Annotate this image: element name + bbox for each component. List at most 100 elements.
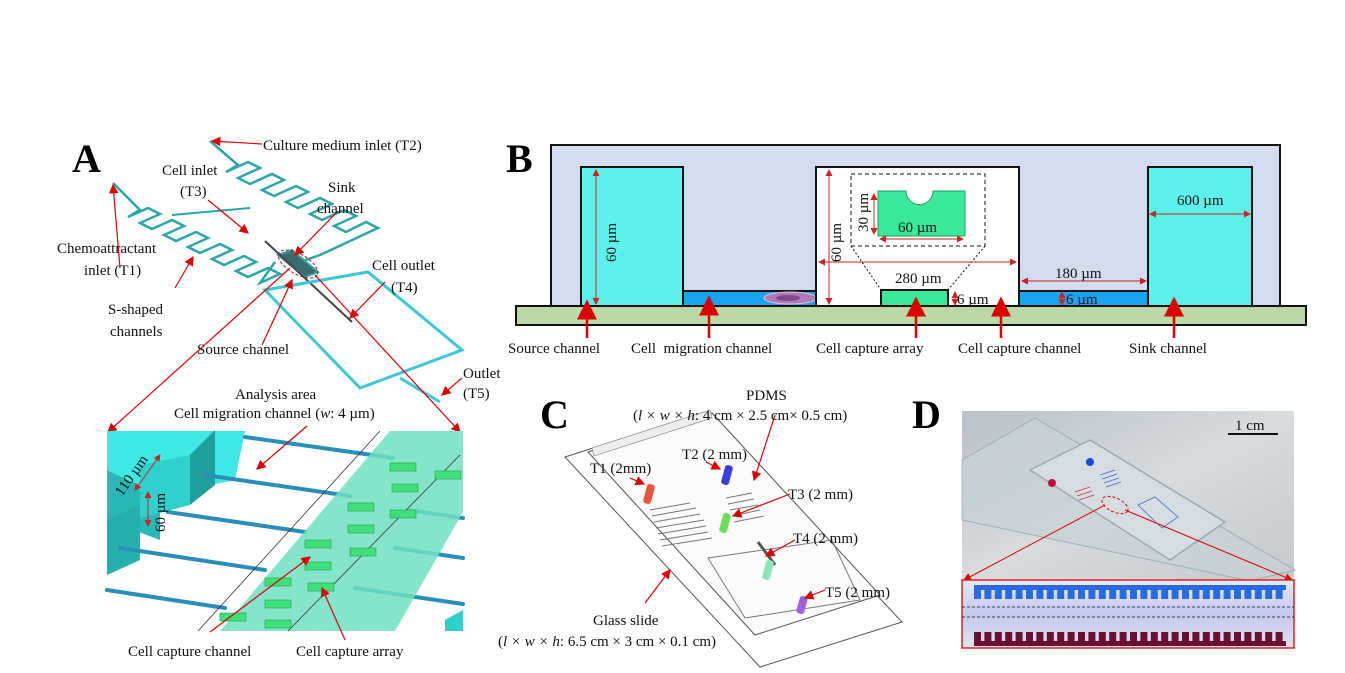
trap-tooth [1130, 632, 1137, 646]
trap-tooth [1213, 632, 1221, 646]
label-sink: Sink [328, 180, 356, 196]
trap-tooth [1098, 585, 1106, 599]
dim-capture-height: 60 µm [829, 223, 845, 262]
s-shaped-channel-t2 [209, 140, 381, 264]
trap-tooth [1005, 585, 1013, 599]
trap-tooth [1088, 632, 1096, 646]
trap-tooth [1109, 632, 1117, 646]
trap-tooth [1275, 585, 1283, 599]
trap-tooth [1234, 632, 1241, 646]
panel-b-pointers [577, 295, 1184, 338]
trap-tooth [1140, 632, 1148, 646]
trap-tooth [1202, 585, 1210, 599]
trap-tooth [1254, 632, 1262, 646]
label-source-channel-b: Source channel [508, 341, 600, 357]
label-migration-channel: Cell migration channel (w: 4 µm) [174, 406, 375, 422]
trap-tooth [984, 632, 992, 646]
capture-traps-blue [974, 585, 1286, 599]
label-outlet: Outlet [463, 366, 501, 382]
dim-array-height: 6 µm [957, 292, 989, 308]
trap-tooth [1234, 585, 1241, 599]
glass-layer [515, 305, 1307, 326]
trap-tooth [1015, 632, 1023, 646]
label-migration-channel-b: Cell migration channel [631, 341, 772, 357]
panel-c: C PDMS (l [498, 388, 903, 668]
trap-tooth [1202, 632, 1210, 646]
trap-tooth [1161, 632, 1169, 646]
trap-tooth [1026, 632, 1033, 646]
panel-c-letter: C [540, 392, 569, 437]
tube-t3 [719, 512, 731, 534]
tube-t2 [721, 464, 733, 486]
trap-tooth [1046, 585, 1054, 599]
capture-traps-red [974, 632, 1286, 646]
trap-tooth [1140, 585, 1148, 599]
dim-capture-width: 280 µm [895, 271, 942, 287]
label-capture-array-b: Cell capture array [816, 341, 924, 357]
trap-tooth [1088, 585, 1096, 599]
trap-tooth [1192, 585, 1200, 599]
trap-tooth [1036, 632, 1044, 646]
trap-tooth [1265, 632, 1273, 646]
label-sink-channel-b: Sink channel [1129, 341, 1207, 357]
trap-tooth [974, 585, 981, 599]
trap-tooth [1119, 632, 1127, 646]
panel-a-letter: A [72, 136, 101, 181]
trap-tooth [1036, 585, 1044, 599]
label-pdms: PDMS [746, 388, 787, 404]
dim-source-height: 60 µm [604, 223, 620, 262]
trap-tooth [1150, 585, 1158, 599]
tube-t4 [762, 559, 774, 581]
s-shaped-channel-t1 [112, 182, 283, 287]
trap-tooth [1057, 585, 1065, 599]
trap-tooth [1067, 585, 1075, 599]
trap-tooth [1119, 585, 1127, 599]
trap-tooth [1265, 585, 1273, 599]
dim-channel-height: 6 µm [1066, 292, 1098, 308]
dim-trap-width: 60 µm [898, 220, 937, 236]
trap-tooth [1098, 632, 1106, 646]
label-cell-outlet-t4: (T4) [391, 280, 418, 296]
label-cell-capture-channel: Cell capture channel [128, 644, 251, 660]
panel-d: D 1 cm [912, 392, 1297, 649]
trap-tooth [1015, 585, 1023, 599]
label-chemoattractant: Chemoattractant [57, 241, 157, 257]
label-source-channel: Source channel [197, 342, 289, 358]
panel-d-zoom-arrows [963, 504, 1293, 581]
trap-tooth [1026, 585, 1033, 599]
connector-channel [171, 207, 251, 216]
sink-channel-block [1147, 166, 1253, 307]
trap-tooth [1067, 632, 1075, 646]
label-glass-slide: Glass slide [593, 613, 659, 629]
trap-tooth [1244, 585, 1252, 599]
label-sink-channel: channel [317, 201, 364, 217]
chip-photo [1028, 439, 1227, 561]
trap-tooth [1046, 632, 1054, 646]
label-dim-60: 60 µm [153, 493, 169, 532]
tube-t5 [796, 595, 808, 615]
trap-tooth [1182, 632, 1189, 646]
dim-trap-height: 30 µm [856, 193, 872, 232]
label-cell-capture-array: Cell capture array [296, 644, 404, 660]
trap-tooth [984, 585, 992, 599]
trap-tooth [1182, 585, 1189, 599]
label-culture-inlet: Culture medium inlet (T2) [263, 138, 422, 154]
trap-tooth [1057, 632, 1065, 646]
scale-bar-label: 1 cm [1235, 418, 1265, 434]
trap-inset [850, 173, 986, 247]
panel-a: A [57, 136, 501, 660]
panel-d-letter: D [912, 392, 941, 437]
panel-b-letter: B [506, 136, 533, 181]
trap-tooth [1223, 585, 1231, 599]
label-pdms-dims: (l × w × h: 4 cm × 2.5 cm× 0.5 cm) [633, 408, 847, 424]
capture-array-block [880, 289, 949, 307]
label-cell-inlet: Cell inlet [162, 163, 218, 179]
trap-tooth [1192, 632, 1200, 646]
trap-tooth [1130, 585, 1137, 599]
trap-tooth [1109, 585, 1117, 599]
trap-tooth [1171, 632, 1179, 646]
label-t3: T3 (2 mm) [788, 487, 853, 503]
trap-tooth [1213, 585, 1221, 599]
trap-tooth [994, 585, 1002, 599]
